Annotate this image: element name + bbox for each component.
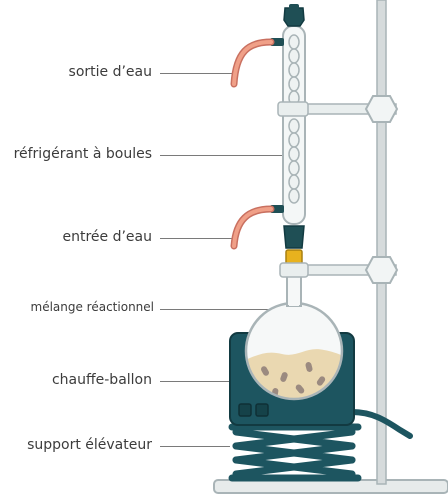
leader-heater [160, 381, 230, 382]
label-water-out: sortie d’eau [68, 64, 152, 80]
heater-button-1 [238, 403, 252, 417]
heater-cable [349, 409, 413, 439]
leader-lift [160, 446, 230, 447]
label-lift: support élévateur [27, 437, 152, 453]
condenser-bottom-joint [283, 225, 305, 249]
leader-mixture [160, 309, 270, 310]
leader-water-out [160, 73, 232, 74]
leader-condenser [160, 155, 284, 156]
stand-base [213, 479, 448, 494]
stand-rod [376, 0, 387, 485]
lower-clamp-boss [364, 256, 399, 284]
lab-jack [228, 423, 362, 482]
leader-water-in [160, 238, 232, 239]
upper-clamp-jaw [277, 101, 309, 117]
lower-clamp-jaw [279, 262, 309, 278]
condenser-stopper [283, 7, 305, 27]
label-mixture: mélange réactionnel [30, 300, 155, 314]
label-condenser: réfrigérant à boules [13, 146, 152, 162]
label-water-in: entrée d’eau [62, 229, 152, 245]
boiling-chips [261, 362, 326, 398]
label-heater: chauffe-ballon [51, 372, 152, 388]
heater-button-2 [255, 403, 269, 417]
upper-clamp-boss [364, 95, 399, 123]
